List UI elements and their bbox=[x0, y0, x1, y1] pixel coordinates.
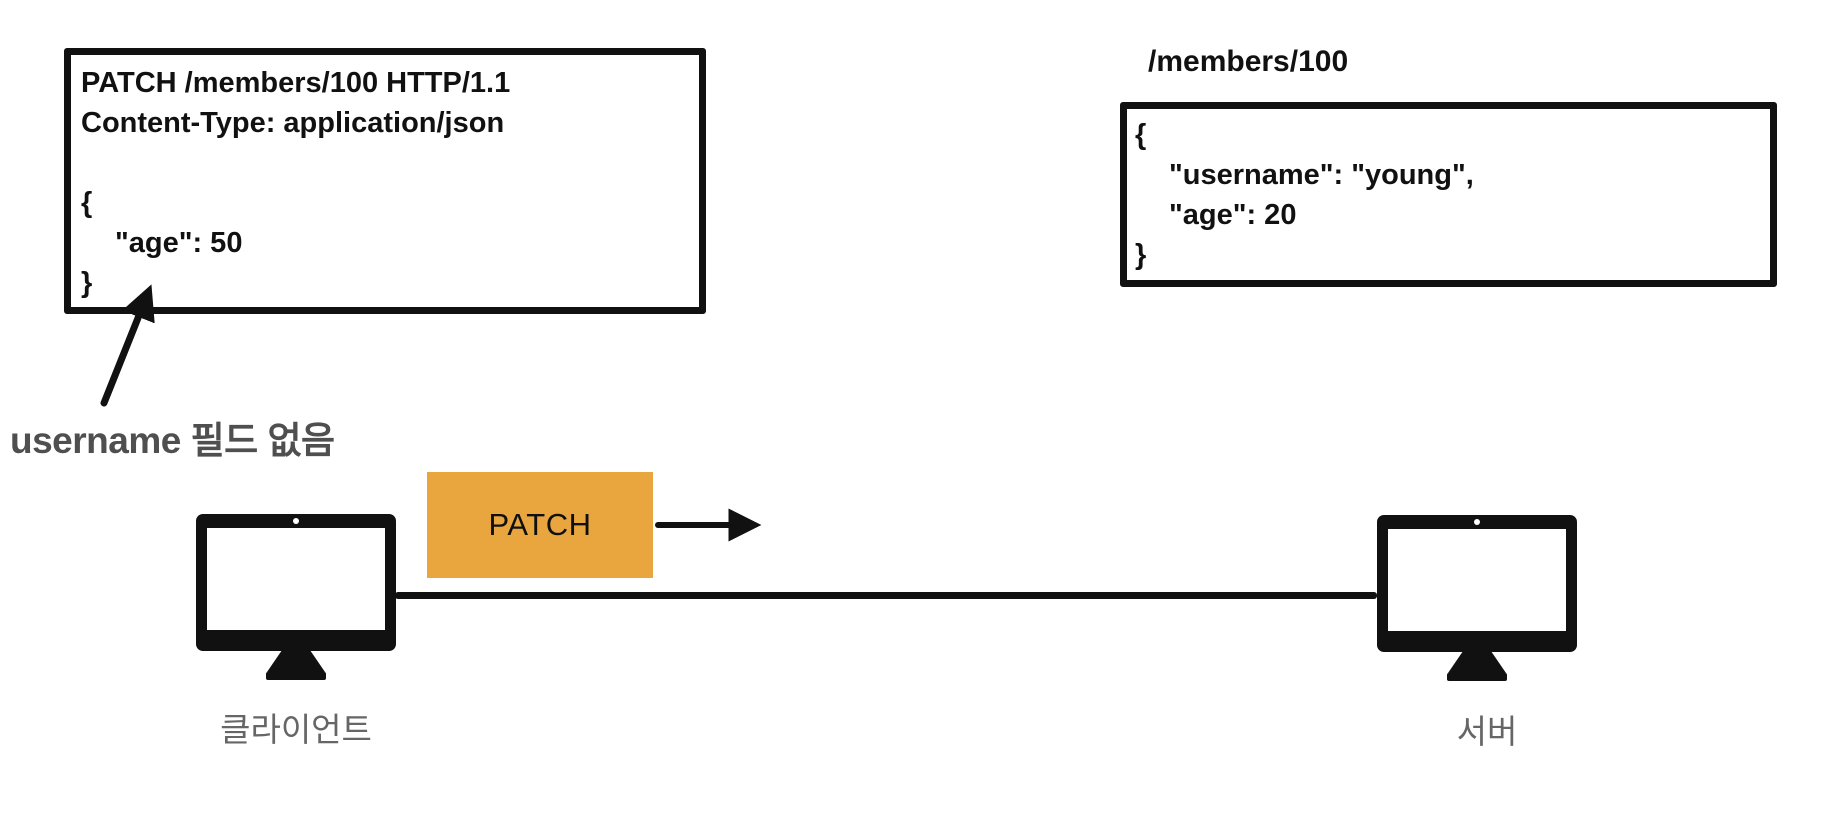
monitor-base bbox=[266, 672, 326, 680]
monitor-screen bbox=[1388, 529, 1566, 631]
json-close-brace: } bbox=[81, 267, 93, 299]
patch-method-badge: PATCH bbox=[427, 472, 653, 578]
annotation-arrow bbox=[100, 284, 155, 407]
json-username-field: "username": "young", bbox=[1169, 159, 1474, 191]
server-label: 서버 bbox=[1456, 713, 1518, 750]
json-age-field: "age": 50 bbox=[115, 227, 243, 259]
camera-dot bbox=[1474, 519, 1480, 525]
monitor-stand bbox=[1448, 651, 1506, 673]
client-computer-icon bbox=[196, 514, 396, 680]
content-type-line: Content-Type: application/json bbox=[81, 107, 505, 139]
json-open-brace: { bbox=[81, 187, 93, 219]
monitor-frame bbox=[196, 514, 396, 651]
json-age-field: "age": 20 bbox=[1169, 199, 1297, 231]
monitor-frame bbox=[1377, 515, 1577, 652]
blank-line bbox=[81, 143, 687, 183]
request-line: PATCH /members/100 HTTP/1.1 bbox=[81, 67, 511, 99]
client-label: 클라이언트 bbox=[220, 711, 372, 748]
annotation-label: username 필드 없음 bbox=[10, 420, 335, 461]
json-open-brace: { bbox=[1135, 119, 1147, 151]
monitor-stand bbox=[267, 650, 325, 672]
request-direction-arrow bbox=[655, 508, 762, 542]
monitor-base bbox=[1447, 673, 1507, 681]
network-line bbox=[395, 592, 1377, 599]
json-close-brace: } bbox=[1135, 239, 1147, 271]
camera-dot bbox=[293, 518, 299, 524]
server-resource-box: { "username": "young", "age": 20 } bbox=[1120, 102, 1777, 287]
resource-path-label: /members/100 bbox=[1148, 45, 1349, 78]
monitor-screen bbox=[207, 528, 385, 630]
http-request-box: PATCH /members/100 HTTP/1.1 Content-Type… bbox=[64, 48, 706, 314]
server-computer-icon bbox=[1377, 515, 1577, 681]
